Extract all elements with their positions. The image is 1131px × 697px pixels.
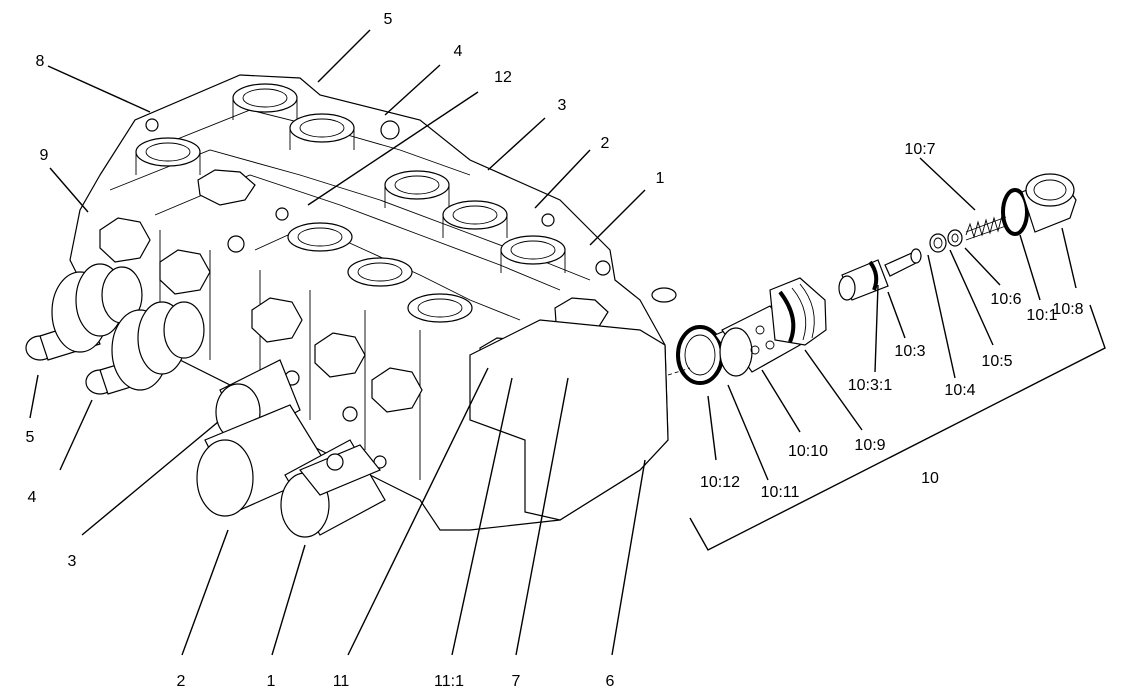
- valve-block-assembly: [25, 74, 677, 538]
- callout-10-1: 10:1: [1026, 307, 1057, 324]
- callout-12: 12: [494, 69, 512, 86]
- port-top-left: [135, 137, 201, 175]
- callout-2-bottom: 2: [177, 673, 186, 690]
- spool-10-3: [838, 248, 922, 301]
- callout-11: 11: [333, 673, 350, 690]
- callout-10-7: 10:7: [904, 141, 935, 158]
- callout-3-left: 3: [68, 553, 77, 570]
- oring-10-1: [1001, 188, 1029, 236]
- part-10-9: [769, 277, 827, 346]
- bracket-10: [689, 304, 1106, 551]
- port-3: [384, 170, 450, 208]
- cartridge-assembly-10: [667, 173, 1106, 551]
- port-5: [232, 83, 298, 120]
- port-mid-3: [407, 293, 473, 323]
- callout-10-3: 10:3: [894, 343, 925, 360]
- callout-2-top: 2: [601, 135, 610, 152]
- callout-10-8: 10:8: [1052, 301, 1083, 318]
- callout-1-bottom: 1: [267, 673, 276, 690]
- callout-9: 9: [40, 147, 49, 164]
- callout-10-4: 10:4: [944, 382, 975, 399]
- callout-10-12: 10:12: [700, 474, 740, 491]
- callout-7: 7: [512, 673, 521, 690]
- callout-10: 10: [921, 470, 939, 487]
- port-4: [289, 113, 355, 150]
- callout-8: 8: [36, 53, 45, 70]
- callout-4-left: 4: [28, 489, 37, 506]
- callout-11-1: 11:1: [434, 673, 464, 690]
- callout-10-5: 10:5: [981, 353, 1012, 370]
- callout-5-top: 5: [384, 11, 393, 28]
- callout-3-top: 3: [558, 97, 567, 114]
- plug-10-8: [1021, 173, 1077, 233]
- port-1: [500, 235, 566, 273]
- callout-labels: 5 4 12 8 3 2 1 9 5 4 3 2 1 11 11:1 7 6 1…: [26, 11, 1084, 690]
- callout-10-9: 10:9: [854, 437, 885, 454]
- spool-handle-4: [85, 301, 205, 395]
- spool-handle-5: [25, 263, 143, 361]
- cap-1: [280, 439, 386, 538]
- callout-10-3-1: 10:3:1: [848, 377, 893, 394]
- callout-6: 6: [606, 673, 615, 690]
- port-mid-1: [287, 222, 353, 252]
- port-2: [442, 200, 508, 238]
- callout-10-11: 10:11: [761, 484, 800, 501]
- washer-10-4: [929, 233, 947, 253]
- port-mid-2: [347, 257, 413, 287]
- callout-5-left: 5: [26, 429, 35, 446]
- callout-10-10: 10:10: [788, 443, 828, 460]
- callout-4-top: 4: [454, 43, 463, 60]
- callout-1-top: 1: [656, 170, 665, 187]
- washer-10-5: [947, 229, 963, 247]
- callout-10-6: 10:6: [990, 291, 1021, 308]
- leader-lines: [29, 29, 1077, 656]
- spring-10-7: [965, 214, 1007, 241]
